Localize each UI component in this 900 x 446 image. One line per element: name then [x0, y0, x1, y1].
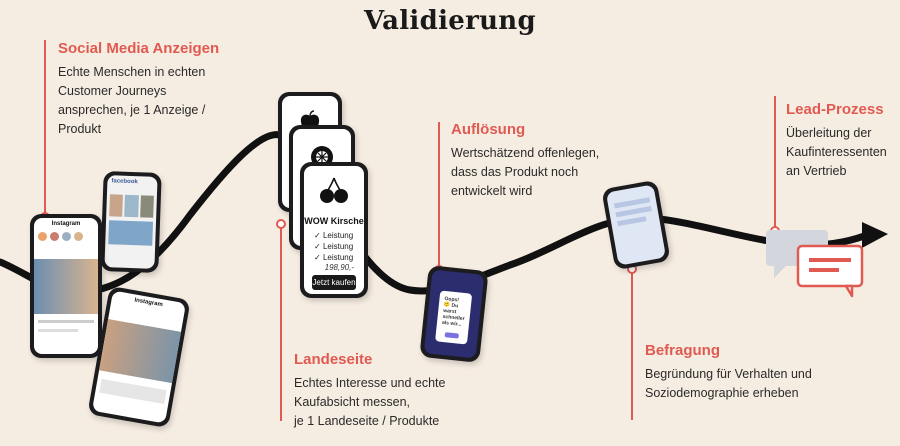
check-icon: ✓: [314, 231, 323, 240]
check-icon: ✓: [314, 242, 323, 251]
stage-description: Echte Menschen in echten Customer Journe…: [58, 65, 206, 136]
reveal-phone: Oops! 🙂 Du warst schneller als wir...: [419, 265, 489, 363]
stage-survey: Befragung Begründung für Verhalten und S…: [645, 342, 865, 403]
cherry-icon: [320, 177, 348, 203]
stage-heading: Landeseite: [294, 351, 373, 368]
stage-description: Echtes Interesse und echte Kaufabsicht m…: [294, 376, 446, 428]
stage-landing-page: Landeseite Echtes Interesse und echte Ka…: [294, 351, 494, 431]
landing-phone-cherry: WOW Kirsche ✓ Leistung ✓ Leistung ✓ Leis…: [300, 162, 368, 298]
connector-line: [631, 270, 633, 420]
stage-marker: [276, 219, 286, 229]
page-title: Validierung: [364, 6, 536, 36]
product-price: 198,90,-: [324, 263, 354, 272]
arrow-head-icon: [862, 222, 888, 248]
stage-heading: Social Media Anzeigen: [58, 40, 220, 57]
product-name: WOW Kirsche: [304, 216, 364, 226]
stage-lead-process: Lead-Prozess Überleitung der Kaufinteres…: [786, 101, 896, 181]
feature-item: ✓ Leistung: [314, 242, 354, 251]
connector-line: [438, 122, 440, 270]
reveal-popup: Oops! 🙂 Du warst schneller als wir...: [435, 290, 473, 345]
feature-item: ✓ Leistung: [314, 231, 354, 240]
feature-item: ✓ Leistung: [314, 253, 354, 262]
stage-description: Überleitung der Kaufinteressenten an Ver…: [786, 126, 887, 178]
instagram-label: Instagram: [51, 221, 81, 227]
stage-description: Wertschätzend offenlegen, dass das Produ…: [451, 146, 600, 198]
chat-bubbles-icon: [766, 230, 864, 298]
connector-line: [44, 40, 46, 215]
facebook-phone: facebook: [100, 171, 162, 273]
connector-line: [280, 226, 282, 421]
buy-button[interactable]: Jetzt kaufen: [312, 275, 356, 290]
connector-line: [774, 96, 776, 231]
reveal-text: Oops! 🙂 Du warst schneller als wir...: [441, 295, 465, 328]
stage-heading: Lead-Prozess: [786, 101, 884, 118]
stage-reveal: Auflösung Wertschätzend offenlegen, dass…: [451, 121, 651, 201]
stage-heading: Auflösung: [451, 121, 526, 138]
stage-social-media: Social Media Anzeigen Echte Menschen in …: [58, 40, 248, 139]
check-icon: ✓: [314, 253, 323, 262]
instagram-phone: Instagram: [30, 214, 102, 358]
facebook-label: facebook: [111, 178, 138, 186]
stage-heading: Befragung: [645, 342, 720, 359]
stage-description: Begründung für Verhalten und Soziodemogr…: [645, 367, 812, 400]
